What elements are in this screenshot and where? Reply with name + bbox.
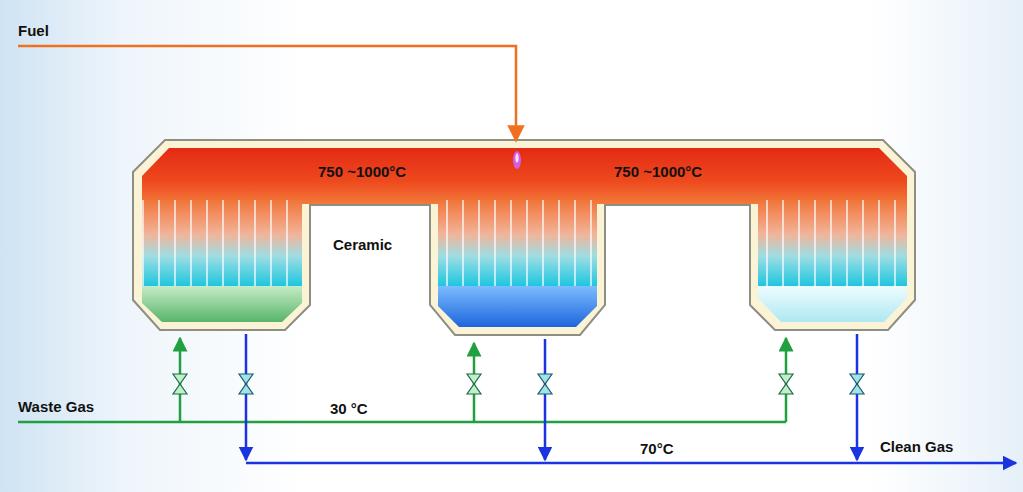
ceramic-bed bbox=[142, 200, 302, 286]
inlet-label: Waste Gas bbox=[18, 398, 94, 416]
part-label: Ceramic bbox=[333, 236, 392, 254]
ceramic-bed bbox=[758, 200, 907, 286]
ceramic-stripes bbox=[758, 200, 907, 286]
outlet-label: Clean Gas bbox=[880, 438, 953, 456]
temperature-label: 30 °C bbox=[330, 400, 368, 418]
inlet-valve bbox=[779, 374, 793, 394]
burner-flame bbox=[513, 151, 521, 169]
inlet-plenum bbox=[142, 286, 302, 322]
temperature-label: 750 ~1000°C bbox=[318, 163, 406, 181]
waste-gas-line bbox=[18, 421, 786, 424]
fuel-line bbox=[18, 46, 516, 141]
outlet-valve bbox=[239, 374, 253, 394]
ceramic-stripes bbox=[438, 200, 597, 286]
outlet-valve bbox=[850, 374, 864, 394]
clean-gas-line bbox=[246, 462, 1016, 465]
ceramic-stripes bbox=[142, 200, 302, 286]
combustion-chamber bbox=[142, 148, 907, 204]
outlet-plenum bbox=[758, 286, 907, 322]
outlet-valve bbox=[538, 374, 552, 394]
ceramic-bed bbox=[438, 200, 597, 286]
inlet-valve bbox=[467, 374, 481, 394]
clean-gas-downcomer bbox=[245, 334, 248, 460]
inlet-valve bbox=[173, 374, 187, 394]
purge-plenum bbox=[438, 286, 597, 327]
clean-gas-downcomer bbox=[544, 339, 547, 460]
burner-flame-core bbox=[515, 154, 518, 163]
clean-gas-downcomer bbox=[856, 334, 859, 460]
oxidizer-shell bbox=[133, 140, 915, 335]
fuel-label: Fuel bbox=[18, 22, 49, 40]
temperature-label: 750 ~1000°C bbox=[614, 163, 702, 181]
temperature-label: 70°C bbox=[640, 440, 674, 458]
